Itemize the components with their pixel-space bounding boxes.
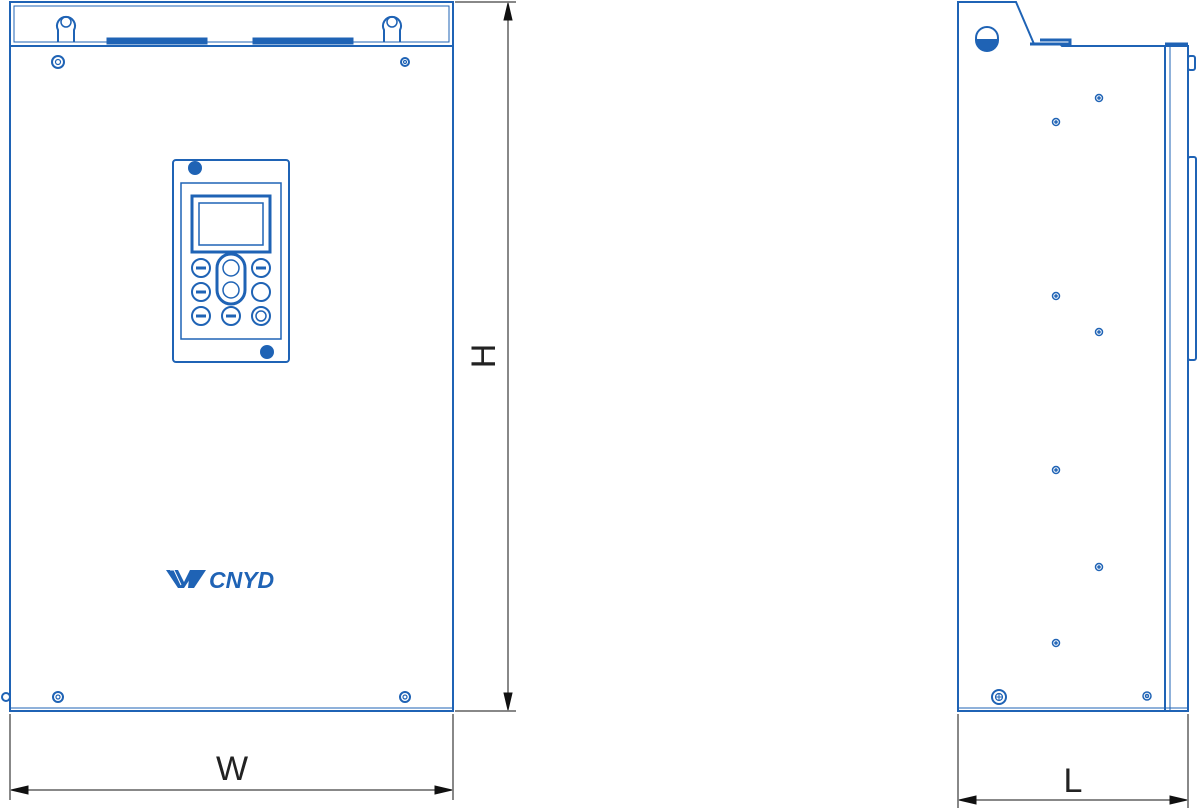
screw-icon: [1051, 291, 1061, 301]
top-mounting-bracket: [9, 1, 454, 47]
screw-icon: [400, 57, 410, 67]
screw-icon: [51, 55, 65, 69]
screw-icon: [1051, 117, 1061, 127]
keypad-button-icon: [191, 258, 211, 278]
arrow-up-icon: [503, 2, 513, 21]
keypad-button-icon: [191, 282, 211, 302]
keypad-panel: [172, 159, 290, 363]
keypad-side-profile: [1187, 156, 1197, 361]
arrow-left-icon: [10, 785, 29, 795]
keypad-screw-icon: [260, 345, 274, 359]
screw-icon: [52, 691, 64, 703]
arrow-down-icon: [503, 692, 513, 711]
keypad-button-icon: [221, 306, 241, 326]
front-dimensions: [9, 1, 516, 800]
screw-icon: [1094, 562, 1104, 572]
screw-icon: [1051, 638, 1061, 648]
brand-mark-icon: [166, 570, 196, 588]
keyhole-slot-right: [382, 15, 402, 42]
keypad-screw-icon: [188, 161, 202, 175]
top-bracket-inner: [13, 5, 450, 43]
arrow-right-icon: [1169, 795, 1188, 805]
screw-icon: [399, 691, 411, 703]
lifting-eye-icon: [974, 26, 1000, 52]
depth-label: L: [1064, 762, 1083, 800]
front-view: CNYD: [1, 1, 454, 712]
keypad-buttons: [191, 252, 271, 326]
arrow-right-icon: [434, 785, 453, 795]
side-top-rail: [1030, 38, 1072, 46]
top-vent-right: [252, 37, 354, 45]
side-view: [957, 0, 1197, 712]
screw-icon: [1051, 465, 1061, 475]
keypad-button-icon: [251, 282, 271, 302]
stop-button-icon: [251, 306, 271, 326]
side-latch-icon: [1187, 55, 1196, 71]
lcd-display: [190, 194, 272, 254]
front-cover-edge: [1164, 45, 1189, 712]
front-panel: [9, 45, 454, 712]
side-latch-icon: [1, 692, 11, 702]
up-down-rocker-icon: [215, 252, 247, 306]
width-label: W: [216, 750, 248, 788]
screw-icon: [1142, 691, 1152, 701]
ground-screw-icon: [991, 689, 1007, 705]
screw-icon: [1094, 327, 1104, 337]
keyhole-slot-left: [56, 15, 76, 42]
keypad-button-icon: [191, 306, 211, 326]
brand-name: CNYD: [209, 567, 274, 593]
side-screws: [1051, 93, 1152, 701]
side-dimensions: [957, 714, 1189, 808]
height-label: H: [465, 344, 503, 369]
screw-icon: [1094, 93, 1104, 103]
side-panel: [957, 0, 1166, 712]
top-vent-left: [106, 37, 208, 45]
arrow-left-icon: [958, 795, 977, 805]
keypad-button-icon: [251, 258, 271, 278]
brand-logo: CNYD: [166, 567, 274, 593]
